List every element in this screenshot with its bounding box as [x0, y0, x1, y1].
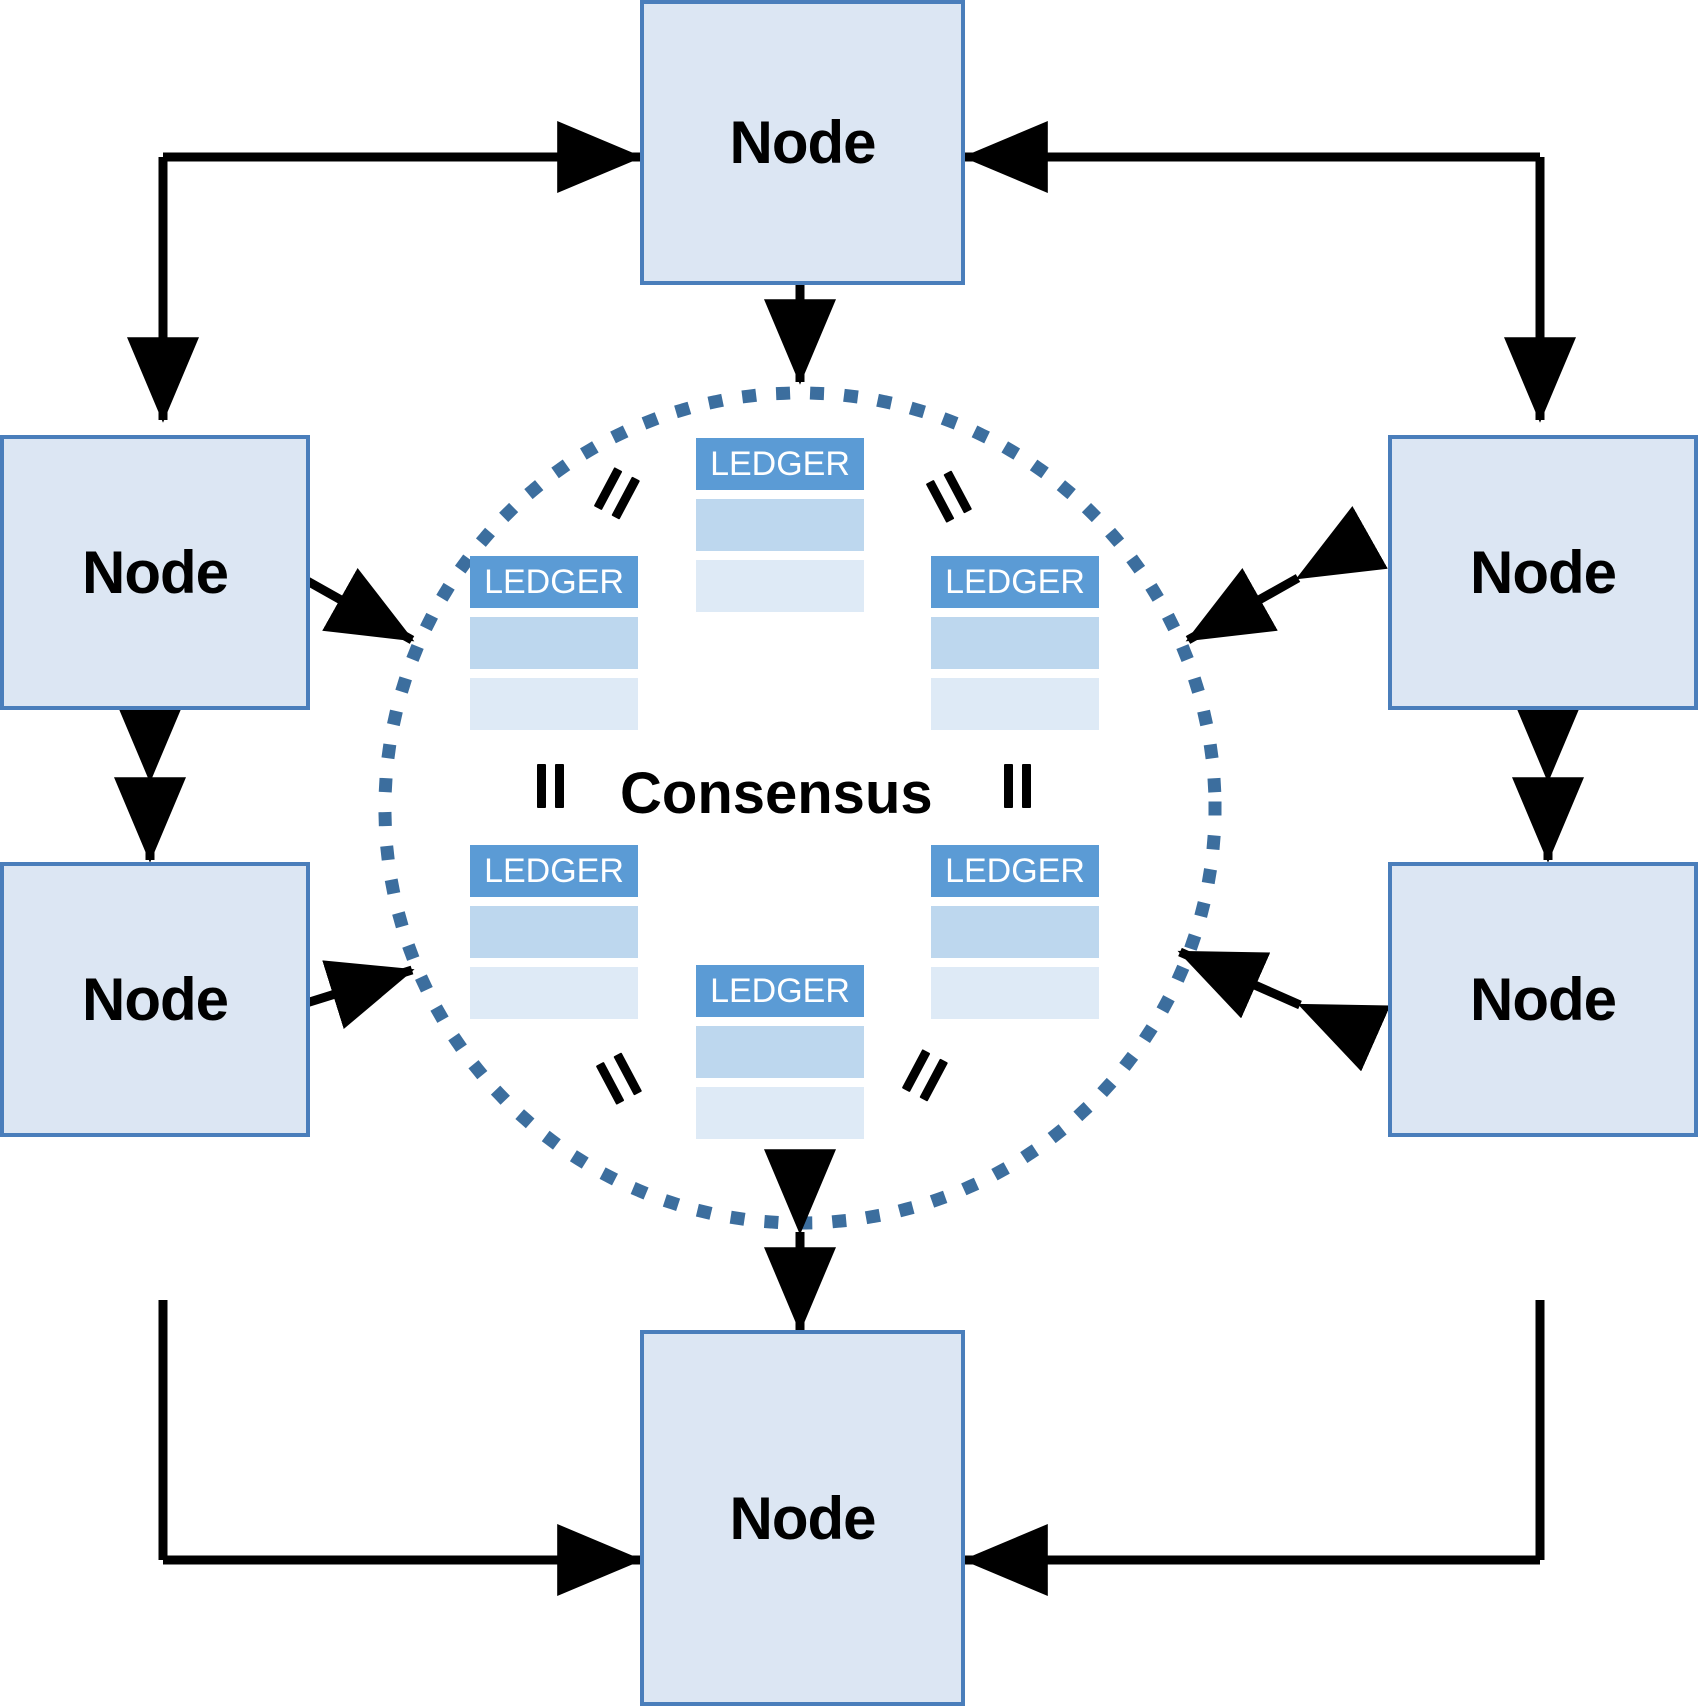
- connector-leftupper-to-top: [127, 121, 643, 423]
- ledger-upper-right[interactable]: LEDGER: [931, 556, 1099, 730]
- node-top-label: Node: [729, 109, 877, 176]
- ledger-upper-right-header: LEDGER: [931, 556, 1099, 608]
- ledger-lower-right-row-2: [931, 967, 1099, 1019]
- ledger-upper-right-row-1: [931, 617, 1099, 669]
- connector-leftlower-to-bottom: [158, 1300, 643, 1596]
- node-left-lower-label: Node: [82, 966, 229, 1033]
- equals-mid-left: [533, 764, 577, 808]
- node-left-upper[interactable]: Node: [0, 435, 310, 710]
- ledger-upper-left-row-1: [470, 617, 638, 669]
- node-top[interactable]: Node: [640, 0, 965, 285]
- ledger-upper-right-row-2: [931, 678, 1099, 730]
- node-right-lower[interactable]: Node: [1388, 862, 1698, 1137]
- equals-lower-left: [592, 1047, 652, 1107]
- connector-leftlower-consensus: [210, 960, 415, 1065]
- ledger-lower-left[interactable]: LEDGER: [470, 845, 638, 1019]
- ledger-lower-right[interactable]: LEDGER: [931, 845, 1099, 1019]
- node-left-upper-label: Node: [82, 539, 229, 606]
- ledger-top-row-2: [696, 560, 864, 612]
- connector-rightupper-to-top: [962, 121, 1576, 423]
- ledger-bottom-row-2: [696, 1087, 864, 1139]
- equals-upper-left: [590, 465, 650, 525]
- connector-leftupper-consensus: [212, 505, 415, 644]
- node-right-lower-label: Node: [1470, 966, 1617, 1033]
- connector-rightupper-consensus: [1185, 505, 1388, 644]
- node-bottom[interactable]: Node: [640, 1330, 965, 1706]
- ledger-top-header: LEDGER: [696, 438, 864, 490]
- node-right-upper[interactable]: Node: [1388, 435, 1698, 710]
- ledger-lower-left-row-1: [470, 906, 638, 958]
- equals-lower-right: [898, 1047, 958, 1107]
- ledger-top[interactable]: LEDGER: [696, 438, 864, 612]
- ledger-bottom[interactable]: LEDGER: [696, 965, 864, 1139]
- consensus-label: Consensus: [620, 761, 933, 826]
- ledger-lower-right-header: LEDGER: [931, 845, 1099, 897]
- ledger-bottom-header: LEDGER: [696, 965, 864, 1017]
- node-left-lower[interactable]: Node: [0, 862, 310, 1137]
- node-right-upper-label: Node: [1470, 539, 1617, 606]
- equals-mid-right: [1000, 764, 1044, 808]
- ledger-upper-left-header: LEDGER: [470, 556, 638, 608]
- ledger-lower-right-row-1: [931, 906, 1099, 958]
- equals-upper-right: [922, 465, 982, 525]
- ledger-bottom-row-1: [696, 1026, 864, 1078]
- ledger-upper-left-row-2: [470, 678, 638, 730]
- ledger-top-row-1: [696, 499, 864, 551]
- connector-rightlower-consensus: [1177, 947, 1391, 1072]
- ledger-lower-left-row-2: [470, 967, 638, 1019]
- ledger-upper-left[interactable]: LEDGER: [470, 556, 638, 730]
- ledger-lower-left-header: LEDGER: [470, 845, 638, 897]
- node-bottom-label: Node: [729, 1484, 877, 1552]
- connector-rightlower-to-bottom: [962, 1300, 1545, 1596]
